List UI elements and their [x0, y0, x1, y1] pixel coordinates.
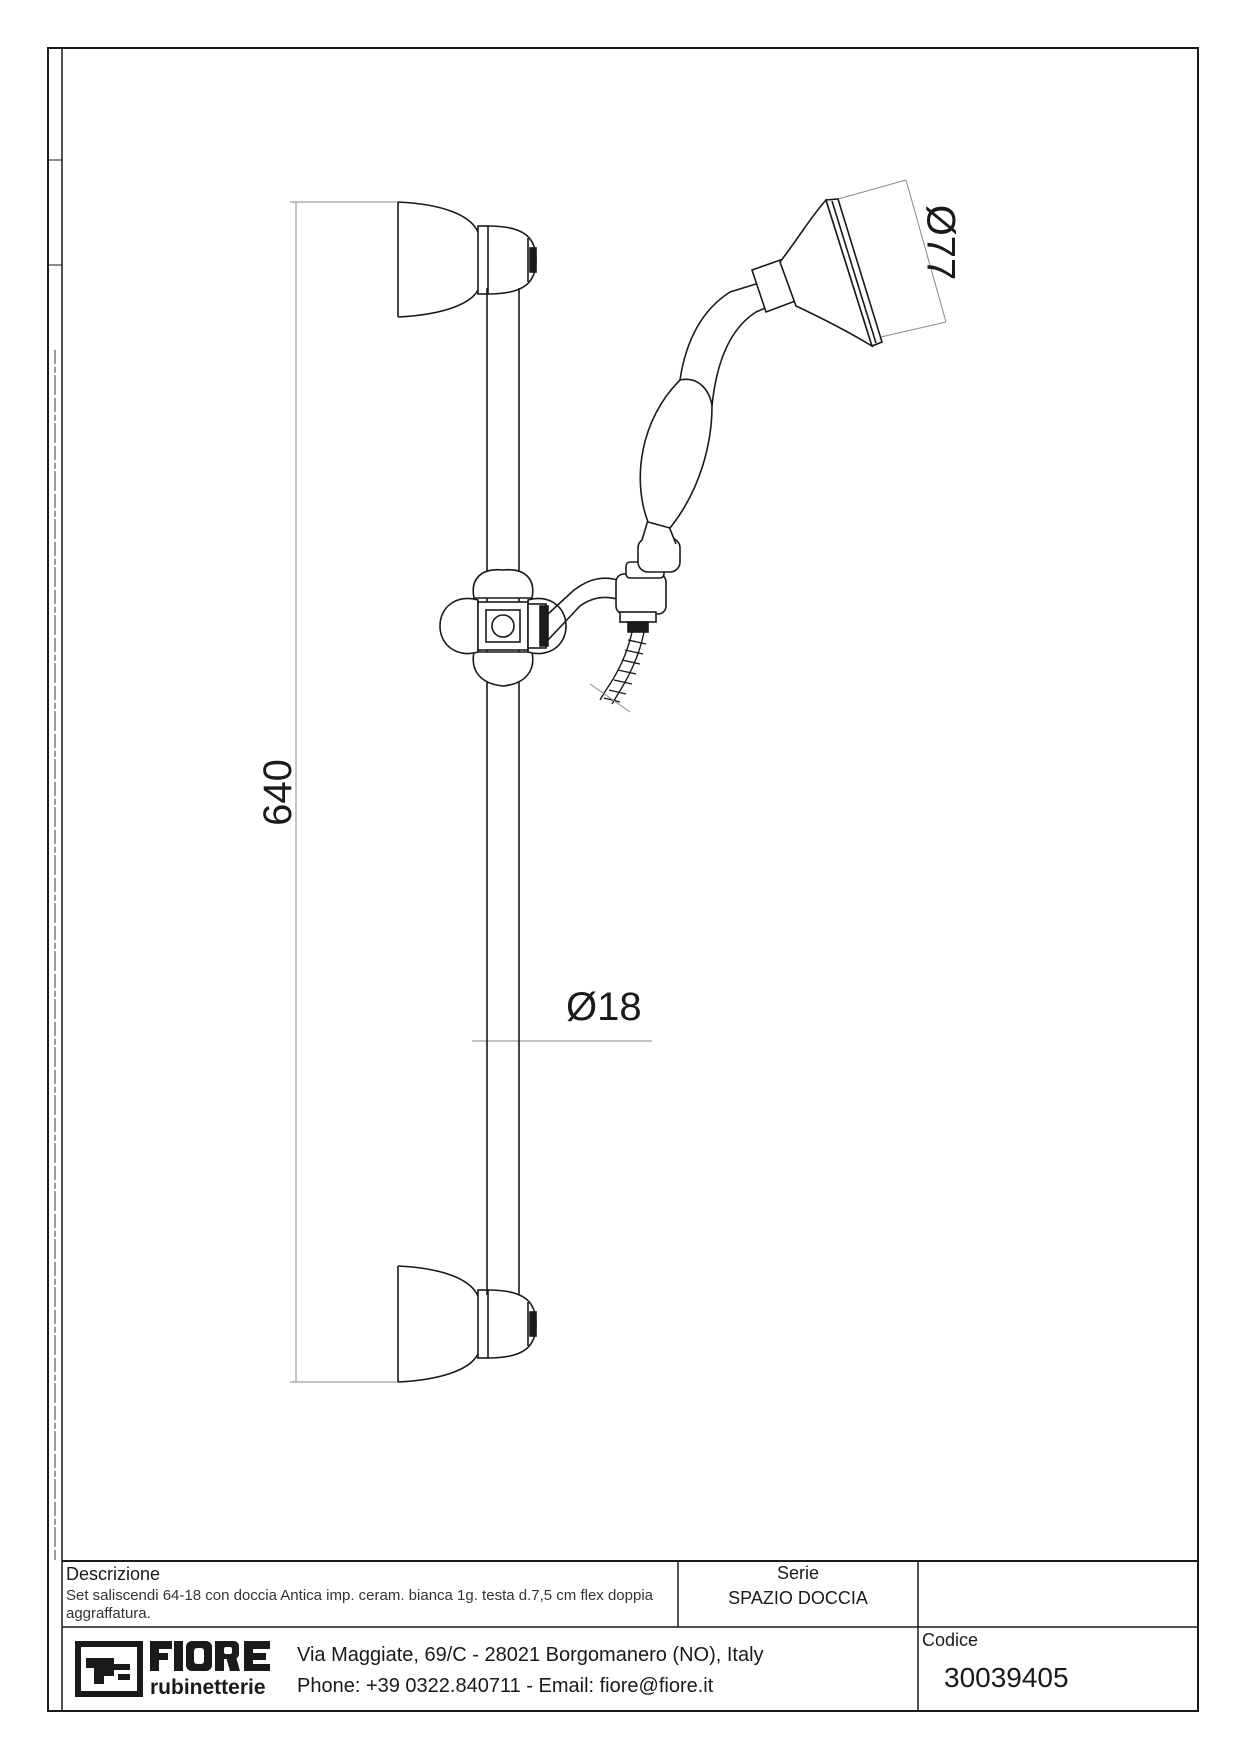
flex-hose	[589, 631, 647, 713]
bar-diameter-label: Ø18	[566, 985, 642, 1029]
top-wall-bracket	[397, 201, 537, 318]
head-diameter-label: Ø77	[918, 204, 963, 281]
descrizione-text: Set saliscendi 64-18 con doccia Antica i…	[66, 1587, 653, 1622]
descrizione-label: Descrizione	[66, 1564, 161, 1584]
codice-label: Codice	[922, 1630, 979, 1650]
logo-tagline: rubinetterie	[150, 1676, 266, 1699]
hand-shower	[637, 198, 883, 573]
serie-value: SPAZIO DOCCIA	[728, 1588, 868, 1608]
height-dimension-label: 640	[255, 759, 300, 826]
fiore-logo-icon: rubinetterie	[75, 1641, 270, 1699]
title-block-grid	[62, 1560, 1198, 1711]
head-diameter-dimension	[837, 179, 947, 340]
height-dimension	[290, 201, 398, 1383]
binding-margin-notes	[52, 350, 58, 1560]
company-contact: Phone: +39 0322.840711 - Email: fiore@fi…	[297, 1675, 714, 1697]
sheet-border	[47, 47, 1199, 1712]
codice-value: 30039405	[944, 1662, 1069, 1693]
serie-label: Serie	[776, 1563, 820, 1583]
fiore-logo: rubinetterie	[74, 1638, 274, 1700]
cross-handle-slider	[439, 569, 621, 687]
bottom-wall-bracket	[397, 1265, 537, 1383]
slide-bar	[486, 288, 520, 1295]
bar-diameter-dimension	[472, 1036, 652, 1046]
company-address: Via Maggiate, 69/C - 28021 Borgomanero (…	[297, 1644, 764, 1666]
